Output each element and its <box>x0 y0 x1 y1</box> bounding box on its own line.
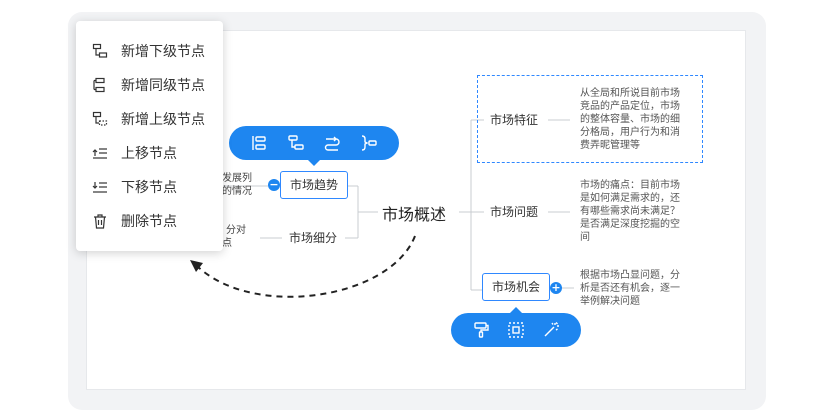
add-child-node-icon <box>92 43 108 59</box>
menu-item-label: 下移节点 <box>121 180 177 196</box>
node-market-features[interactable]: 市场特征 <box>490 113 539 127</box>
layout-icon[interactable] <box>248 132 270 154</box>
node-market-opportunity[interactable]: 市场机会 <box>482 273 551 301</box>
menu-item-delete[interactable]: 删除节点 <box>76 204 223 238</box>
menu-item-label: 删除节点 <box>121 214 177 230</box>
partial-text-line: 分对 <box>226 225 246 236</box>
summary-icon[interactable] <box>358 132 380 154</box>
trash-icon <box>92 213 108 229</box>
menu-item-add-child[interactable]: 新增下级节点 <box>76 34 223 68</box>
expand-plus-icon[interactable]: + <box>550 281 562 294</box>
partial-text-line: 的情况 <box>222 186 252 197</box>
connector <box>357 186 378 238</box>
add-parent-node-icon <box>92 111 108 127</box>
context-menu: 新增下级节点 新增同级节点 新增上级节点 上移节点 下移节点 删除节点 <box>76 21 223 251</box>
toolbar-caret <box>307 159 321 166</box>
root-node[interactable]: 市场概述 <box>382 205 447 224</box>
menu-item-add-parent[interactable]: 新增上级节点 <box>76 102 223 136</box>
node-market-trend[interactable]: 市场趋势 <box>280 171 349 199</box>
menu-item-label: 新增下级节点 <box>121 44 205 60</box>
menu-item-label: 新增上级节点 <box>121 112 205 128</box>
connect-icon[interactable] <box>321 132 343 154</box>
move-up-icon <box>92 145 108 161</box>
node-market-problems[interactable]: 市场问题 <box>490 205 539 219</box>
toolbar-caret <box>509 307 523 314</box>
node-toolbar-top <box>229 126 399 160</box>
selection-box <box>477 75 703 163</box>
format-brush-icon[interactable] <box>470 319 492 341</box>
add-sibling-node-icon <box>92 77 108 93</box>
partial-text-line: 发展列 <box>222 173 252 184</box>
add-child-icon[interactable] <box>285 132 307 154</box>
menu-item-move-up[interactable]: 上移节点 <box>76 136 223 170</box>
frame-icon[interactable] <box>505 319 527 341</box>
menu-item-label: 上移节点 <box>121 146 177 162</box>
menu-item-label: 新增同级节点 <box>121 78 205 94</box>
note-market-features: 从全局和所说目前市场竞品的产品定位，市场的整体容量、市场的细分格局，用户行为和消… <box>580 88 680 151</box>
menu-item-move-down[interactable]: 下移节点 <box>76 170 223 204</box>
menu-item-add-sibling[interactable]: 新增同级节点 <box>76 68 223 102</box>
magic-wand-icon[interactable] <box>540 319 562 341</box>
node-market-segmentation[interactable]: 市场细分 <box>289 231 338 245</box>
drag-arrow <box>194 235 416 298</box>
node-toolbar-bottom <box>451 313 581 347</box>
note-market-opportunity: 根据市场凸显问题，分析是否还有机会，逐一举例解决问题 <box>580 270 680 307</box>
collapse-minus-icon[interactable]: − <box>268 178 280 191</box>
move-down-icon <box>92 179 108 195</box>
partial-text-line: 点 <box>222 238 232 249</box>
menu-padding <box>76 21 223 34</box>
note-market-problems: 市场的痛点：目前市场是如何满足需求的，还有哪些需求尚未满足？是否满足深度挖掘的空… <box>580 180 680 243</box>
drag-arrowhead <box>190 260 203 272</box>
